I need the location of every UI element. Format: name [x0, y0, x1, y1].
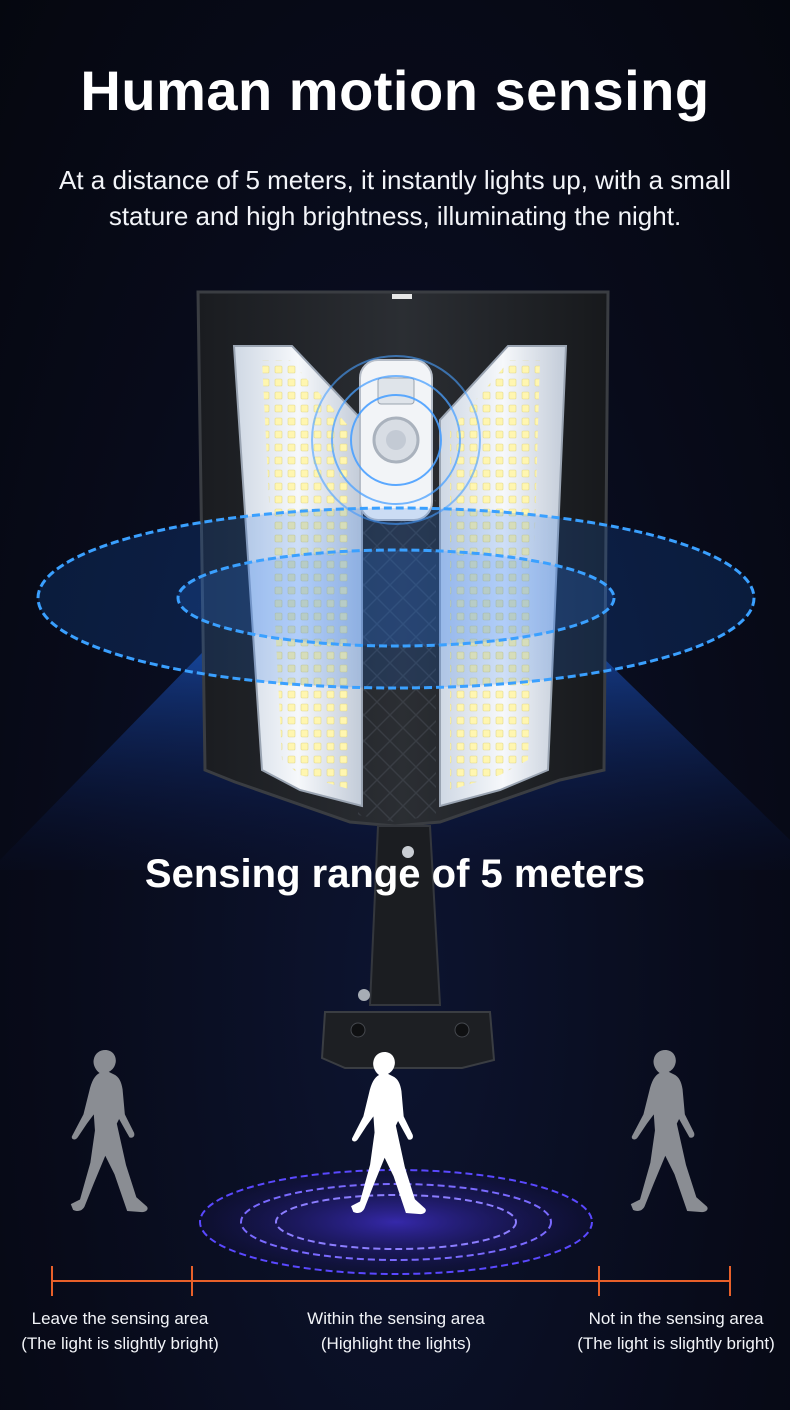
zone-caption-title: Not in the sensing area [588, 1309, 764, 1328]
pir-motion-sensor-icon [359, 359, 433, 521]
zone-caption-note: (The light is slightly bright) [577, 1334, 775, 1353]
walking-person-icon [630, 1050, 708, 1213]
mounting-bracket [320, 825, 496, 1069]
page-subtitle: At a distance of 5 meters, it instantly … [59, 165, 731, 231]
sensor-wave-ring [331, 375, 461, 505]
led-panel-right [439, 345, 568, 808]
range-ruler [51, 1266, 731, 1296]
zone-caption-note: (Highlight the lights) [320, 1334, 472, 1353]
page-title: Human motion sensing [80, 59, 710, 122]
floor-detection-rings [199, 1169, 593, 1275]
walking-person-icon [70, 1050, 148, 1213]
zone-caption-outside: Not in the sensing area (The light is sl… [562, 1306, 790, 1356]
zone-caption-leave: Leave the sensing area (The light is sli… [0, 1306, 240, 1356]
sensing-range-ring-inner [176, 548, 616, 648]
zone-caption-within: Within the sensing area (Highlight the l… [276, 1306, 516, 1356]
sensing-range-label: Sensing range of 5 meters [144, 852, 646, 896]
sensing-range-ring-outer [36, 506, 756, 690]
zone-caption-title: Leave the sensing area [31, 1309, 209, 1328]
zone-caption-note: (The light is slightly bright) [21, 1334, 219, 1353]
zone-caption-title: Within the sensing area [307, 1309, 485, 1328]
solar-street-light [196, 290, 610, 1069]
sensor-wave-ring [350, 394, 442, 486]
sensor-wave-ring [311, 355, 481, 525]
